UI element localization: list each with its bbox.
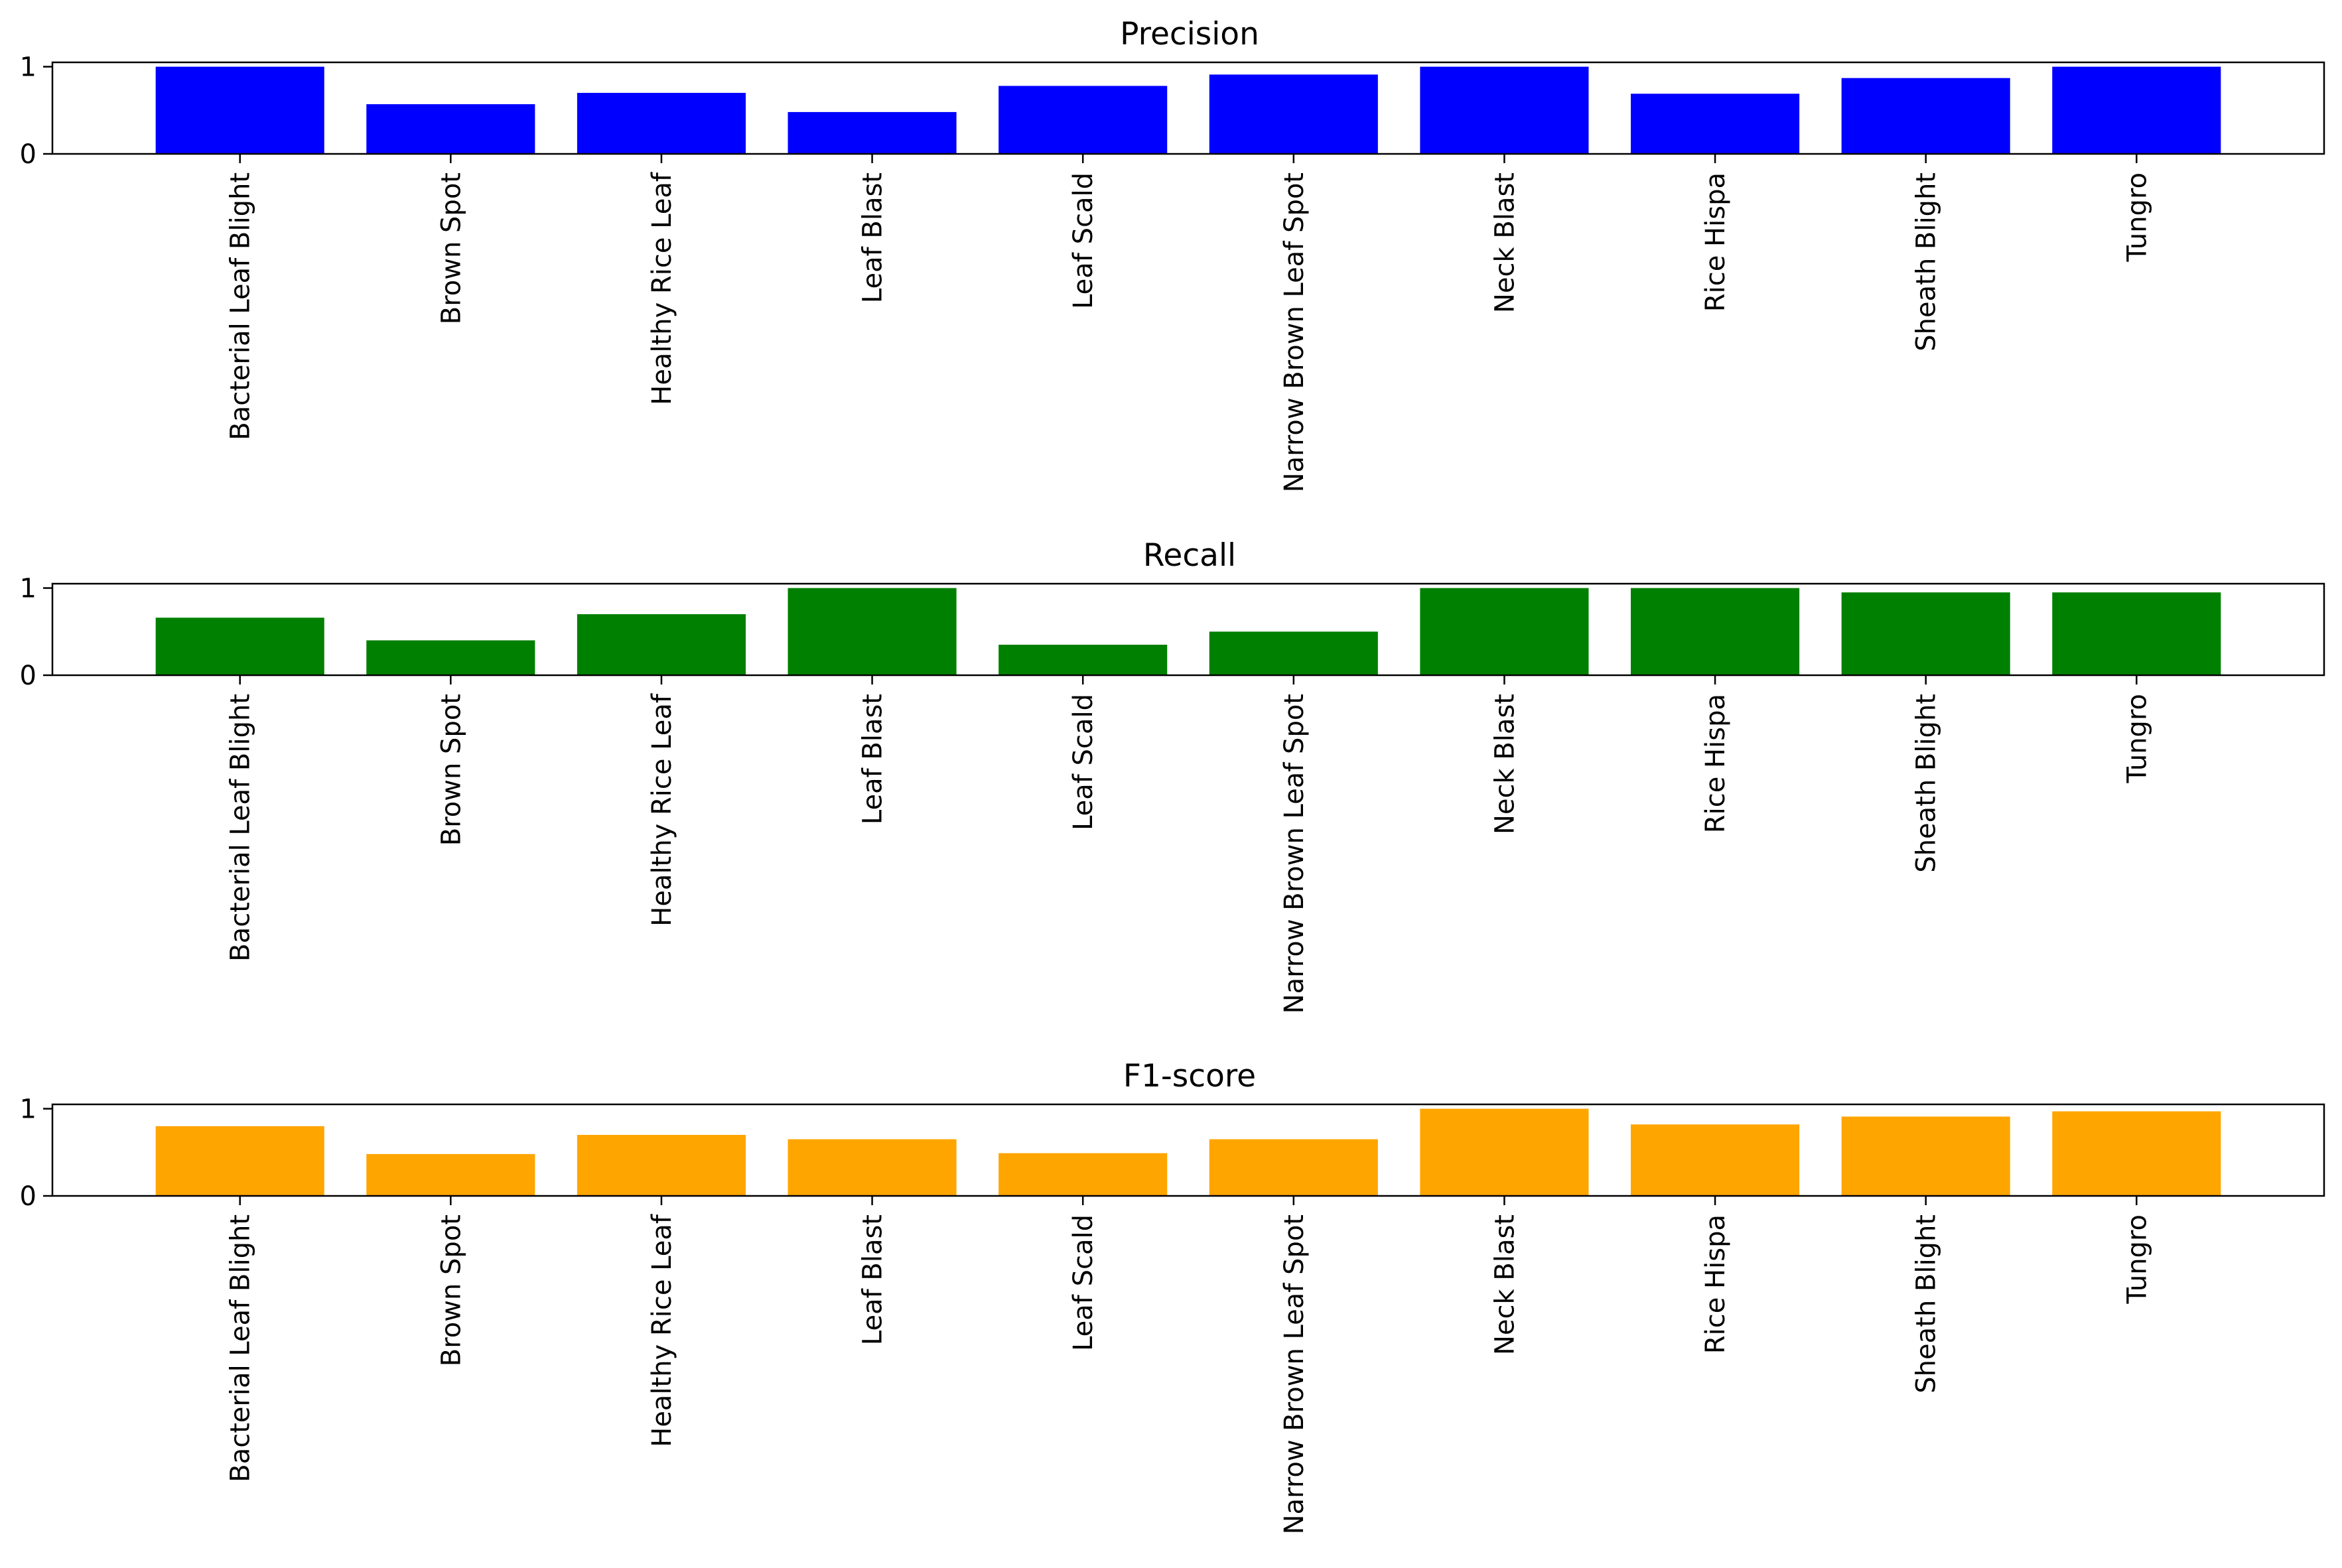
recall-bar-healthy-rice-leaf (577, 614, 746, 675)
recall-ytick-label-0: 0 (20, 661, 36, 691)
precision-bar-neck-blast (1420, 66, 1589, 154)
recall-xtick-label-brown-spot: Brown Spot (436, 694, 466, 846)
f1-score-bar-sheath-blight (1841, 1116, 2010, 1196)
precision-axes-frame (51, 61, 2325, 155)
f1-score-bar-neck-blast (1420, 1108, 1589, 1196)
precision-xtick-label-healthy-rice-leaf: Healthy Rice Leaf (647, 172, 677, 405)
precision-xtick-label-leaf-scald: Leaf Scald (1068, 172, 1099, 309)
precision-ytick-label-0: 0 (20, 139, 36, 170)
recall-xtick-label-bacterial-leaf-blight: Bacterial Leaf Blight (226, 694, 256, 962)
recall-bar-bacterial-leaf-blight (155, 618, 324, 675)
recall-bar-brown-spot (366, 640, 535, 675)
recall-xtick-label-leaf-scald: Leaf Scald (1068, 694, 1099, 830)
f1-score-xtick-label-leaf-blast: Leaf Blast (858, 1214, 888, 1345)
f1-score-bar-healthy-rice-leaf (577, 1135, 746, 1196)
f1-score-ytick-label-0: 0 (20, 1181, 36, 1212)
f1-score-xtick-label-sheath-blight: Sheath Blight (1911, 1214, 1942, 1394)
f1-score-bar-tungro (2052, 1111, 2221, 1196)
recall-title: Recall (1143, 537, 1236, 574)
f1-score-xtick-label-bacterial-leaf-blight: Bacterial Leaf Blight (226, 1214, 256, 1482)
precision-xtick-label-tungro: Tungro (2122, 172, 2152, 263)
recall-bar-leaf-scald (999, 645, 1168, 675)
precision-title: Precision (1120, 16, 1259, 52)
recall-xtick-label-leaf-blast: Leaf Blast (858, 694, 888, 824)
precision-bar-sheath-blight (1841, 78, 2010, 154)
precision-panel: Precision Bacterial Leaf Blight Brown Spo… (20, 16, 2325, 492)
precision-xtick-label-brown-spot: Brown Spot (436, 172, 466, 324)
recall-bar-tungro (2052, 592, 2221, 675)
f1-score-xtick-label-narrow-brown-leaf-spot: Narrow Brown Leaf Spot (1279, 1214, 1310, 1534)
f1-score-xtick-label-leaf-scald: Leaf Scald (1068, 1214, 1099, 1351)
precision-xtick-label-bacterial-leaf-blight: Bacterial Leaf Blight (226, 172, 256, 440)
precision-bar-narrow-brown-leaf-spot (1209, 74, 1378, 154)
precision-xtick-label-rice-hispa: Rice Hispa (1700, 172, 1731, 312)
recall-bar-narrow-brown-leaf-spot (1209, 631, 1378, 675)
precision-bar-leaf-scald (999, 86, 1168, 154)
f1-score-ytick-label-1: 1 (20, 1094, 36, 1125)
recall-xtick-label-tungro: Tungro (2122, 694, 2152, 784)
recall-panel: Recall Bacterial Leaf Blight Brown Spot He… (20, 537, 2325, 1013)
recall-ytick-label-1: 1 (20, 574, 36, 604)
precision-bar-tungro (2052, 66, 2221, 154)
recall-xtick-label-sheath-blight: Sheath Blight (1911, 694, 1942, 873)
f1-score-bar-narrow-brown-leaf-spot (1209, 1139, 1378, 1196)
recall-bar-leaf-blast (788, 588, 957, 675)
precision-xtick-label-sheath-blight: Sheath Blight (1911, 172, 1942, 352)
recall-bar-sheath-blight (1841, 592, 2010, 675)
recall-xtick-label-narrow-brown-leaf-spot: Narrow Brown Leaf Spot (1279, 694, 1310, 1013)
f1-score-xtick-label-healthy-rice-leaf: Healthy Rice Leaf (647, 1214, 677, 1447)
precision-bar-brown-spot (366, 104, 535, 154)
f1-score-xtick-label-tungro: Tungro (2122, 1214, 2152, 1305)
precision-bar-leaf-blast (788, 111, 957, 154)
precision-xtick-label-narrow-brown-leaf-spot: Narrow Brown Leaf Spot (1279, 172, 1310, 492)
precision-xtick-label-leaf-blast: Leaf Blast (858, 172, 888, 303)
f1-score-xtick-label-rice-hispa: Rice Hispa (1700, 1214, 1731, 1354)
recall-xtick-label-rice-hispa: Rice Hispa (1700, 694, 1731, 833)
recall-xtick-label-neck-blast: Neck Blast (1489, 694, 1520, 834)
recall-bar-rice-hispa (1631, 588, 1800, 675)
recall-xtick-label-healthy-rice-leaf: Healthy Rice Leaf (647, 693, 677, 927)
recall-axes-frame (51, 582, 2325, 677)
f1-score-title: F1-score (1123, 1058, 1256, 1094)
precision-bar-rice-hispa (1631, 94, 1800, 154)
f1-score-xtick-label-brown-spot: Brown Spot (436, 1214, 466, 1366)
f1-score-bar-brown-spot (366, 1153, 535, 1196)
f1-score-axes-frame (51, 1103, 2325, 1197)
f1-score-panel: F1-score Bacterial Leaf Blight Brown Spot… (20, 1058, 2325, 1534)
precision-xtick-label-neck-blast: Neck Blast (1489, 172, 1520, 313)
f1-score-bar-bacterial-leaf-blight (155, 1126, 324, 1196)
precision-ytick-label-1: 1 (20, 52, 36, 83)
f1-score-xtick-label-neck-blast: Neck Blast (1489, 1214, 1520, 1355)
f1-score-bar-leaf-scald (999, 1153, 1168, 1196)
recall-bar-neck-blast (1420, 588, 1589, 675)
f1-score-bar-rice-hispa (1631, 1124, 1800, 1196)
precision-bar-healthy-rice-leaf (577, 93, 746, 154)
precision-bar-bacterial-leaf-blight (155, 66, 324, 154)
f1-score-bar-leaf-blast (788, 1139, 957, 1196)
